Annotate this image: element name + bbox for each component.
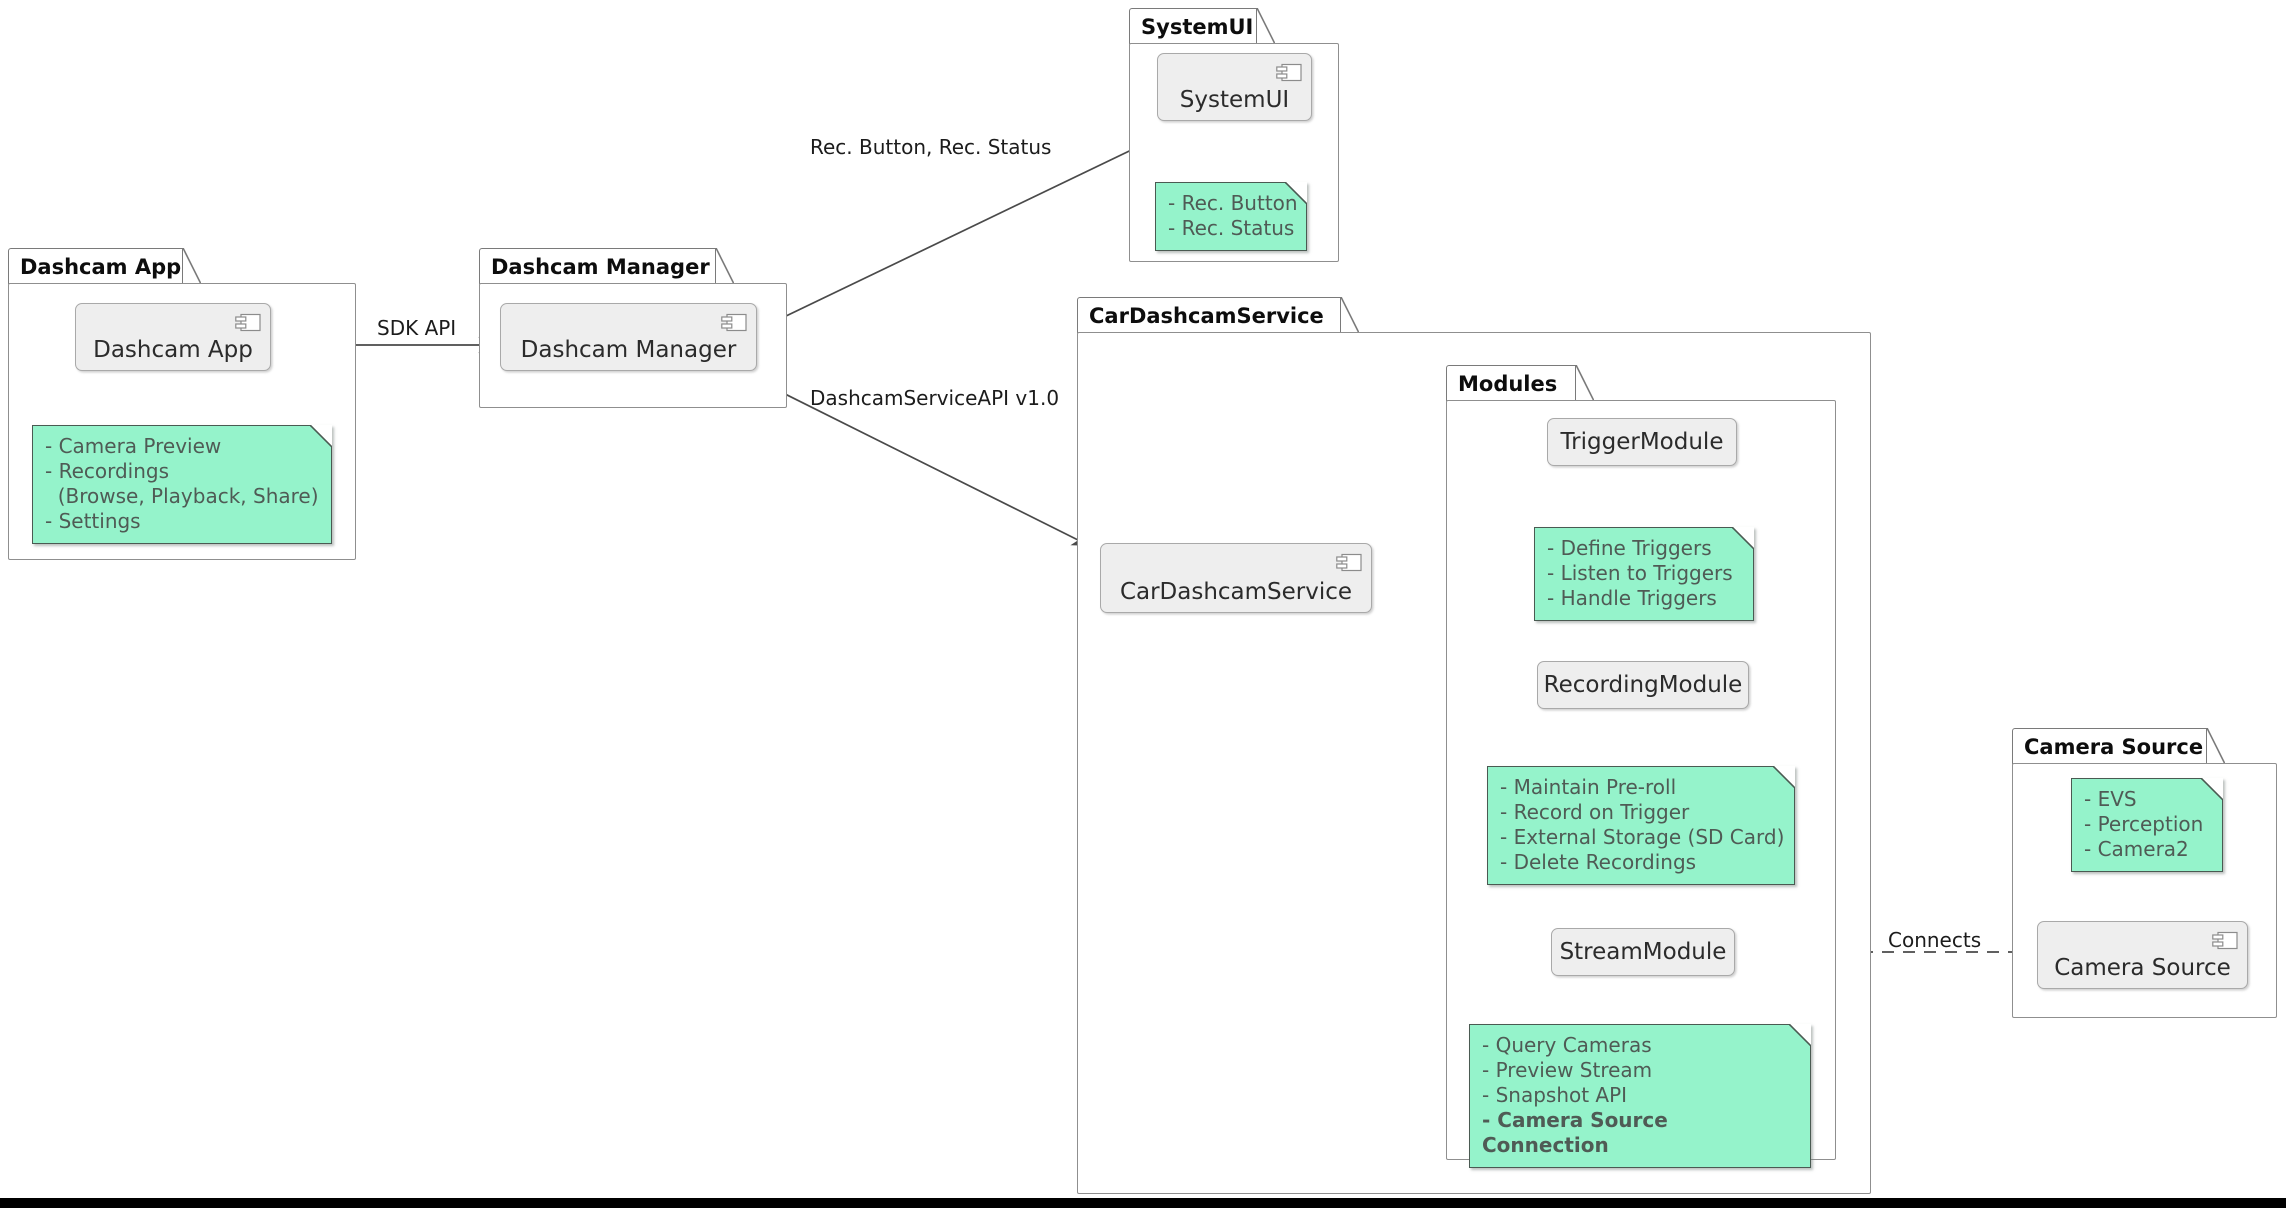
component-car-dashcam-service-label: CarDashcamService — [1119, 579, 1353, 605]
uml-component-icon — [2212, 931, 2238, 950]
package-system-ui-tab: SystemUI — [1129, 8, 1257, 44]
note-trigger-module-text: - Define Triggers - Listen to Triggers -… — [1547, 536, 1733, 610]
note-recording-module-text: - Maintain Pre-roll - Record on Trigger … — [1500, 775, 1785, 874]
package-fold-icon — [2207, 728, 2225, 764]
package-camera-source-tab: Camera Source — [2012, 728, 2207, 764]
uml-component-icon — [1276, 63, 1302, 82]
component-system-ui[interactable]: SystemUI — [1157, 53, 1312, 121]
note-fold-icon — [1773, 766, 1795, 788]
note-camera-source-text: - EVS - Perception - Camera2 — [2084, 787, 2204, 861]
component-car-dashcam-service[interactable]: CarDashcamService — [1100, 543, 1372, 613]
component-camera-source[interactable]: Camera Source — [2037, 921, 2248, 989]
note-fold-icon — [2201, 778, 2223, 800]
package-modules-label: Modules — [1458, 371, 1558, 396]
note-recording-module: - Maintain Pre-roll - Record on Trigger … — [1487, 766, 1795, 885]
package-dashcam-app-label: Dashcam App — [20, 254, 182, 279]
uml-component-icon — [721, 313, 747, 332]
note-stream-module: - Query Cameras- Preview Stream- Snapsho… — [1469, 1024, 1811, 1168]
component-stream-module-label: StreamModule — [1559, 939, 1727, 965]
note-trigger-module: - Define Triggers - Listen to Triggers -… — [1534, 527, 1754, 621]
component-dashcam-app-label: Dashcam App — [93, 337, 253, 363]
edge-label-rec-button-status: Rec. Button, Rec. Status — [810, 135, 1052, 159]
edge-label-sdk-api: SDK API — [377, 316, 457, 340]
component-system-ui-label: SystemUI — [1179, 87, 1290, 113]
package-fold-icon — [1257, 8, 1275, 44]
package-modules-tab: Modules — [1446, 365, 1576, 401]
component-recording-module[interactable]: RecordingModule — [1537, 661, 1749, 709]
uml-component-icon — [1336, 553, 1362, 572]
component-trigger-module[interactable]: TriggerModule — [1547, 418, 1737, 466]
package-dashcam-manager-tab: Dashcam Manager — [479, 248, 716, 284]
package-fold-icon — [1341, 297, 1359, 333]
component-dashcam-app[interactable]: Dashcam App — [75, 303, 271, 371]
package-dashcam-manager-label: Dashcam Manager — [491, 254, 710, 279]
component-dashcam-manager-label: Dashcam Manager — [520, 337, 737, 363]
note-system-ui: - Rec. Button - Rec. Status — [1155, 182, 1307, 251]
note-stream-module-line-1: - Preview Stream — [1482, 1058, 1653, 1082]
note-stream-module-line-2: - Snapshot API — [1482, 1083, 1628, 1107]
note-fold-icon — [1789, 1024, 1811, 1046]
note-stream-module-line-3: - Camera Source Connection — [1482, 1108, 1668, 1157]
package-fold-icon — [716, 248, 734, 284]
package-dashcam-app-tab: Dashcam App — [8, 248, 183, 284]
note-stream-module-line-0: - Query Cameras — [1482, 1033, 1652, 1057]
note-fold-icon — [310, 425, 332, 447]
note-camera-source: - EVS - Perception - Camera2 — [2071, 778, 2223, 872]
note-fold-icon — [1285, 182, 1307, 204]
package-car-dashcam-service-tab: CarDashcamService — [1077, 297, 1341, 333]
edge-label-dashcam-service-api: DashcamServiceAPI v1.0 — [810, 386, 1060, 410]
package-system-ui-label: SystemUI — [1141, 14, 1254, 39]
component-recording-module-label: RecordingModule — [1543, 672, 1743, 698]
note-system-ui-text: - Rec. Button - Rec. Status — [1168, 191, 1298, 240]
bottom-bar — [0, 1198, 2286, 1208]
edge-label-connects: Connects — [1888, 928, 1982, 952]
note-dashcam-app-text: - Camera Preview - Recordings (Browse, P… — [45, 434, 319, 533]
component-stream-module[interactable]: StreamModule — [1551, 928, 1735, 976]
component-dashcam-manager[interactable]: Dashcam Manager — [500, 303, 757, 371]
package-camera-source-label: Camera Source — [2024, 734, 2204, 759]
component-camera-source-label: Camera Source — [2054, 955, 2231, 981]
uml-component-icon — [235, 313, 261, 332]
package-fold-icon — [1576, 365, 1594, 401]
package-car-dashcam-service-label: CarDashcamService — [1089, 303, 1324, 328]
component-trigger-module-label: TriggerModule — [1560, 429, 1724, 455]
package-fold-icon — [183, 248, 201, 284]
note-fold-icon — [1732, 527, 1754, 549]
note-dashcam-app: - Camera Preview - Recordings (Browse, P… — [32, 425, 332, 544]
